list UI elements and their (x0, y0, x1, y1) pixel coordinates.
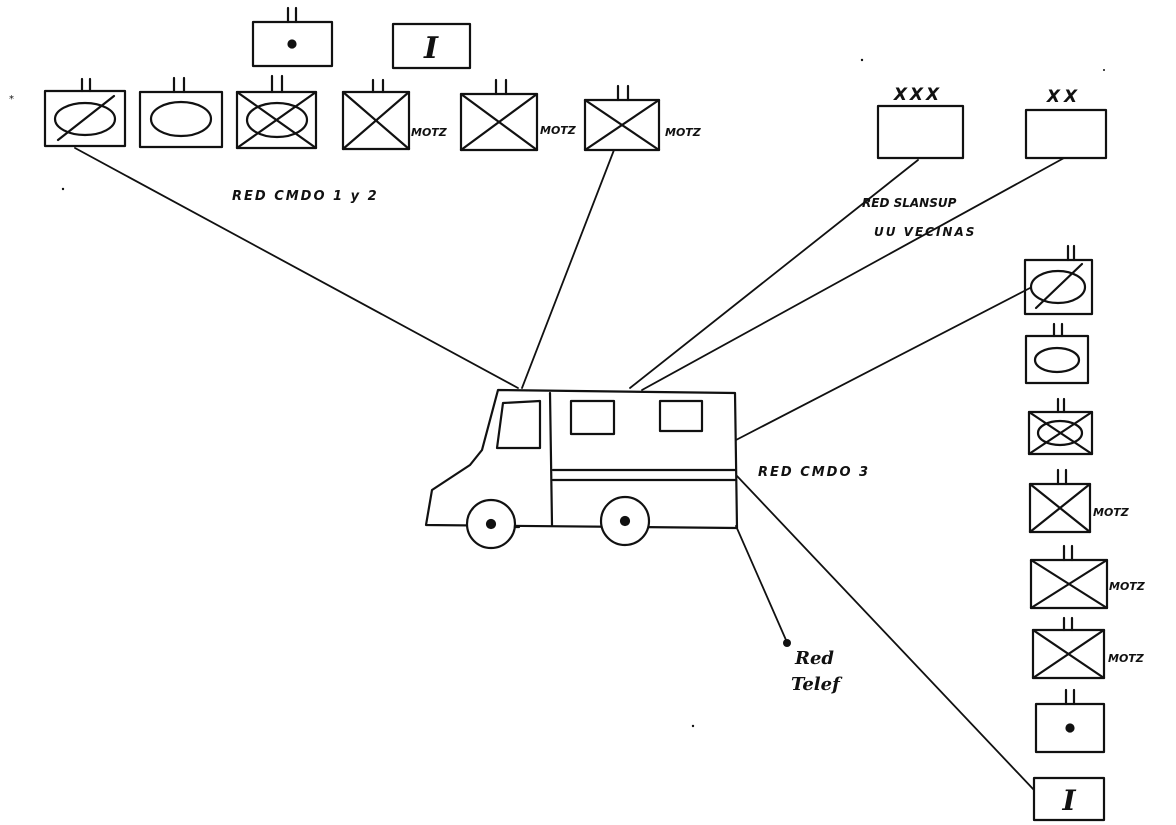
line-to-bottom-hq-unit (736, 475, 1035, 791)
red-cmdo-3-label: RED CMDO 3 (758, 465, 870, 480)
line-to-red-telef (735, 525, 787, 641)
right-motz-unit-3: MOTZ (1031, 616, 1145, 680)
right-motz-unit-1: MOTZ (1028, 468, 1130, 534)
top-armored-infantry-unit (235, 74, 318, 150)
motz-label: MOTZ (1108, 652, 1145, 665)
hq-roman-label: I (1061, 784, 1076, 817)
echelon-xx-label: XX (1046, 87, 1081, 107)
motz-label: MOTZ (1093, 506, 1130, 519)
red-cmdo-1y2-label: RED CMDO 1 y 2 (232, 189, 379, 204)
top-motz-unit-2: MOTZ (459, 78, 577, 152)
red-telef-label-line2: Telef (791, 674, 843, 695)
motz-label: MOTZ (665, 126, 702, 139)
right-armored-infantry-unit (1027, 397, 1094, 456)
red-slansup-label: RED SLANSUP (862, 196, 957, 210)
top-hq-unit-dot (251, 6, 334, 68)
echelon-xxx-label: XXX (893, 85, 942, 105)
top-armored-unit (138, 76, 224, 149)
motz-label: MOTZ (411, 126, 448, 139)
top-motz-unit-3: MOTZ (583, 84, 702, 152)
right-hq-unit-roman: I (1032, 776, 1106, 822)
hq-roman-label: I (423, 31, 439, 66)
line-to-xx-unit (641, 157, 1065, 391)
red-telef-marker: Red Telef (783, 639, 843, 695)
connection-lines (74, 147, 1065, 791)
red-telef-label-line1: Red (794, 648, 834, 669)
top-motz-unit-1: MOTZ (341, 78, 448, 151)
uu-vecinas-label: UU VECINAS (874, 225, 976, 239)
motz-label: MOTZ (540, 124, 577, 137)
line-to-top-left-unit (74, 147, 519, 389)
right-motz-unit-2: MOTZ (1029, 544, 1146, 610)
line-to-top-motz-unit (521, 149, 615, 389)
top-armored-recon-unit: * (9, 77, 127, 148)
line-to-right-armored-unit (735, 287, 1031, 441)
right-armored-recon-unit (1023, 244, 1094, 316)
xxx-echelon-unit: XXX (876, 85, 965, 160)
right-armored-unit (1024, 322, 1090, 385)
motz-label: MOTZ (1109, 580, 1146, 593)
line-to-xxx-unit (629, 159, 919, 389)
xx-echelon-unit: XX (1024, 87, 1108, 160)
top-hq-unit-roman: I (391, 22, 472, 70)
command-vehicle (424, 388, 739, 550)
right-hq-unit-dot (1034, 688, 1106, 754)
svg-text:*: * (9, 94, 14, 105)
